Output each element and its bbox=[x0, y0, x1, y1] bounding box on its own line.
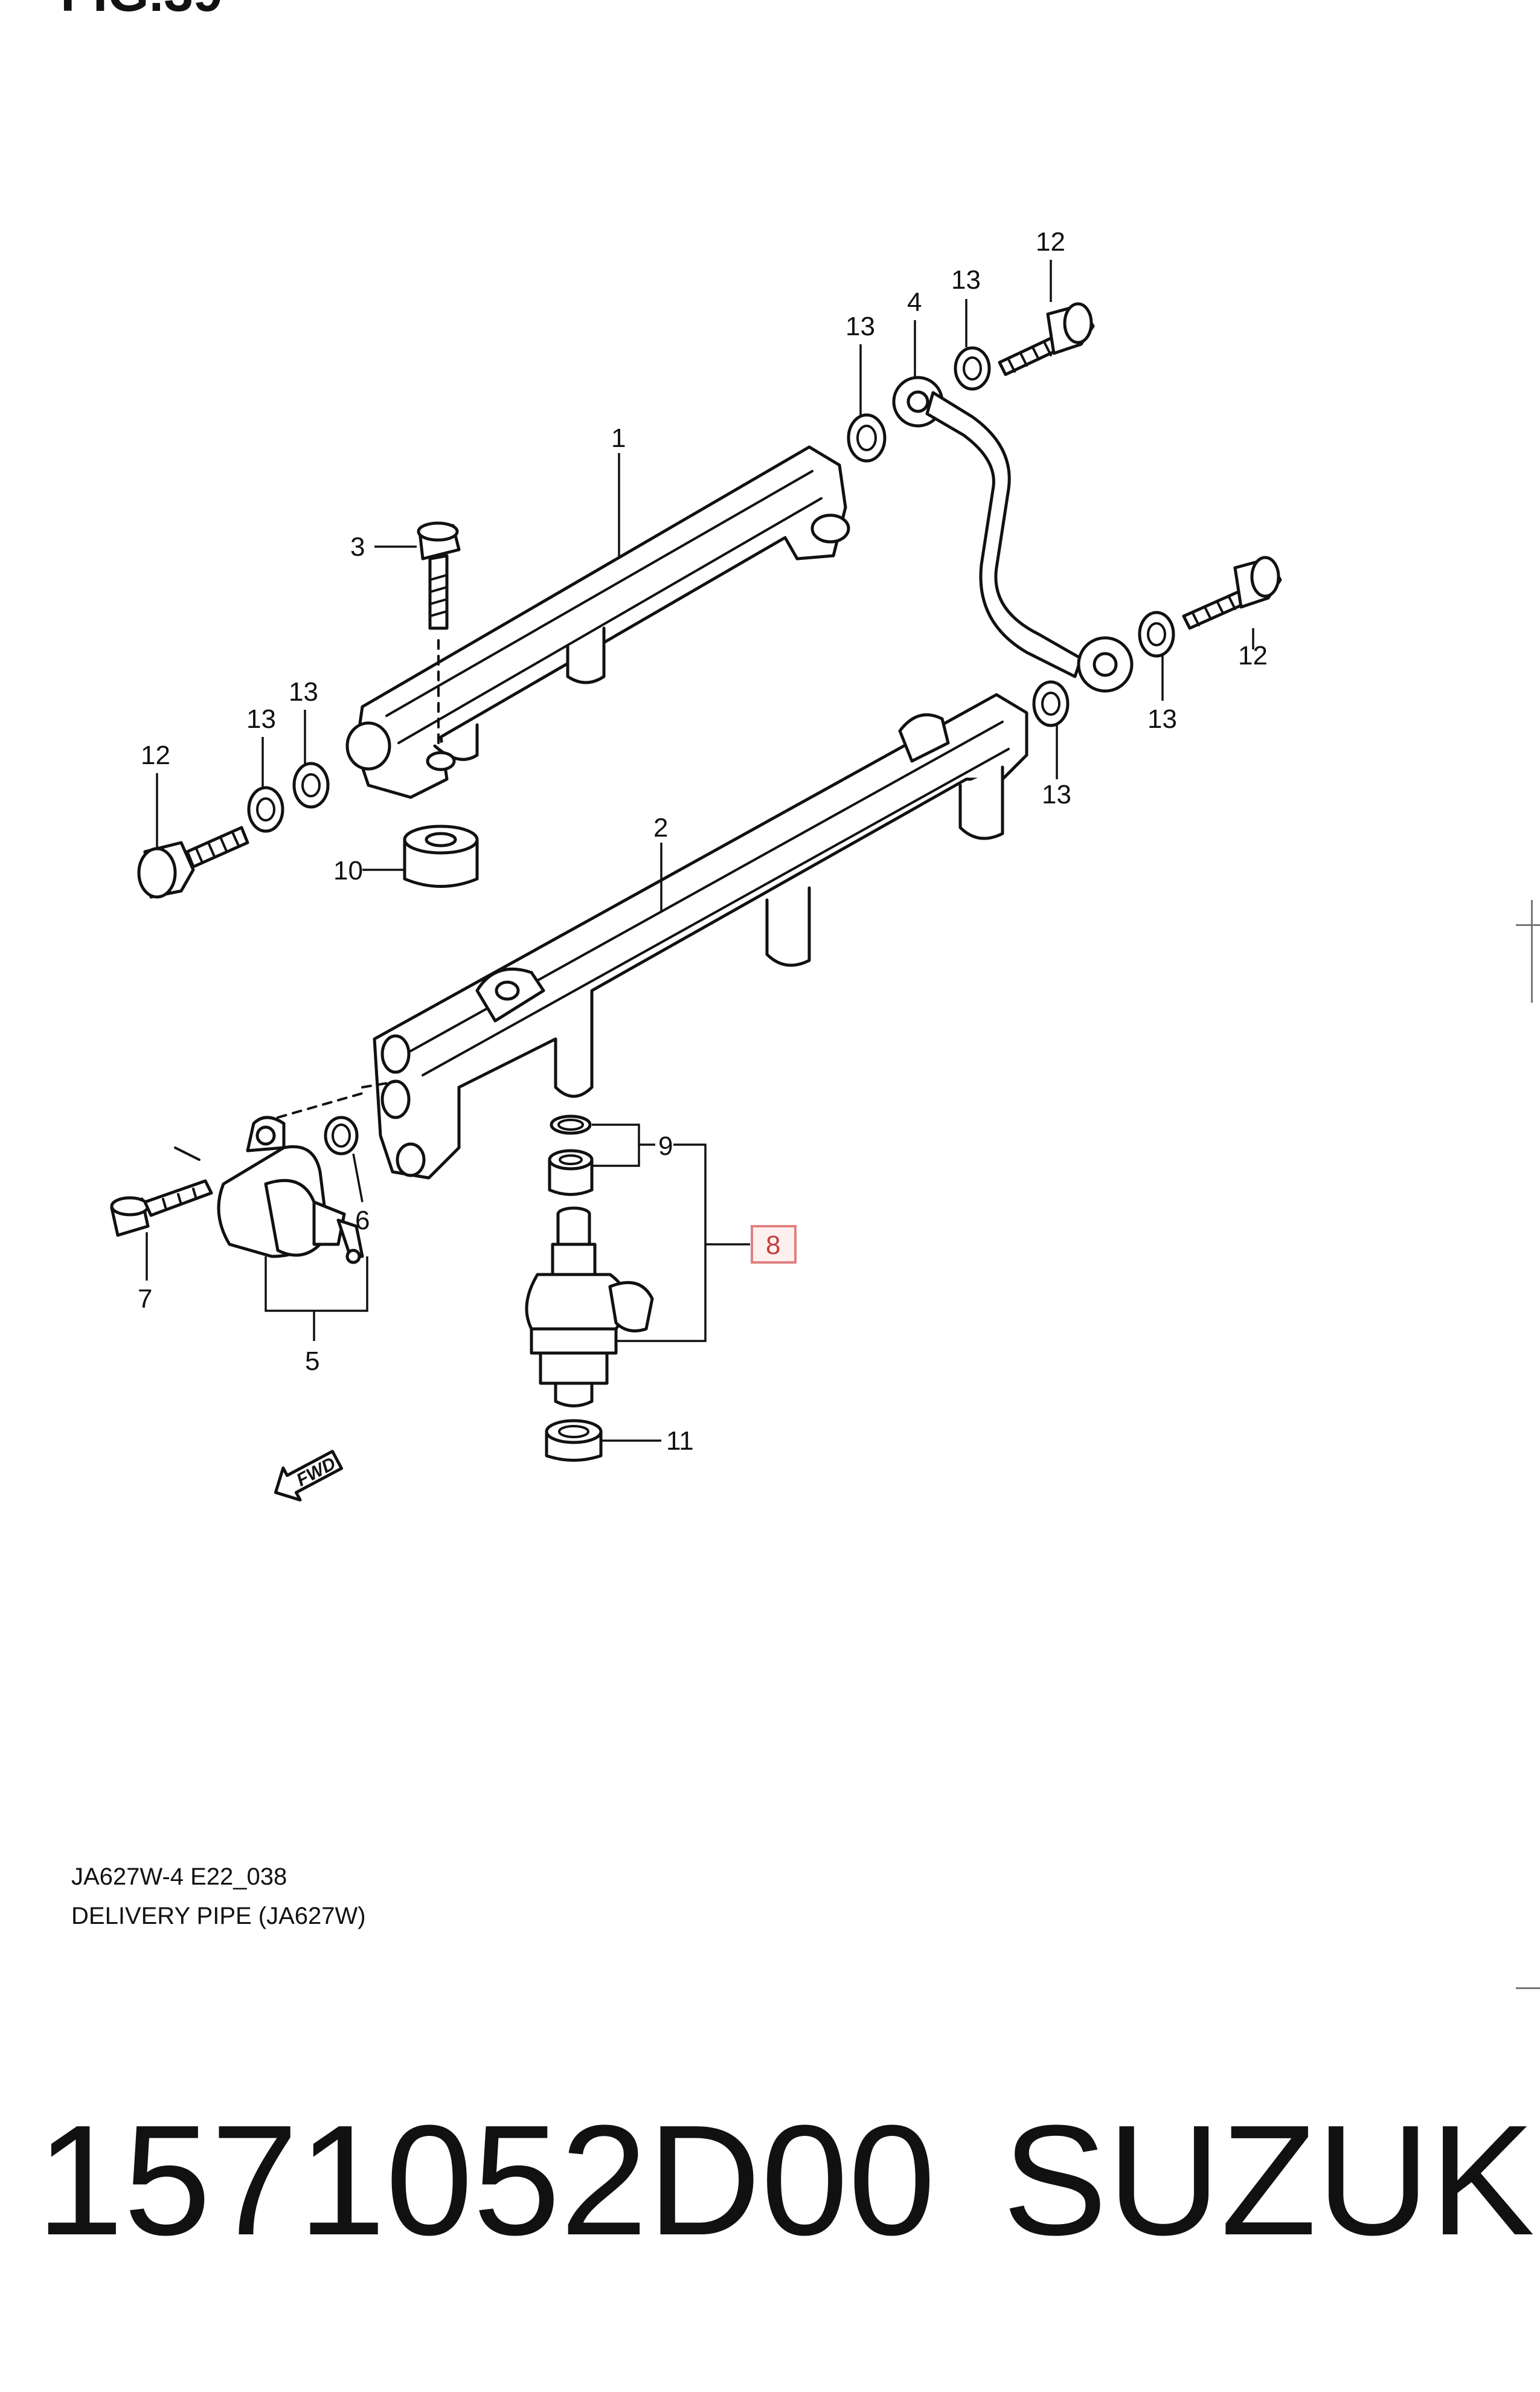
bolt-7 bbox=[110, 1179, 213, 1237]
callout-6: 6 bbox=[355, 1206, 370, 1235]
union-bolt-12-top bbox=[998, 302, 1095, 376]
callout-labels: 1 2 3 4 5 6 7 8 9 10 11 12 12 12 13 13 1… bbox=[138, 227, 1268, 1456]
callout-4: 4 bbox=[907, 288, 922, 317]
gasket-13-f bbox=[292, 762, 330, 809]
cushion-10 bbox=[403, 825, 479, 888]
gasket-13-a bbox=[847, 413, 887, 463]
callout-12-right: 12 bbox=[1238, 641, 1268, 670]
seal-11 bbox=[545, 1419, 603, 1462]
bolt-3 bbox=[417, 521, 461, 750]
gasket-13-e bbox=[247, 786, 284, 833]
o-ring-6 bbox=[324, 1116, 359, 1156]
callout-12-left: 12 bbox=[141, 741, 170, 770]
callout-13-b: 13 bbox=[951, 265, 981, 295]
callout-1: 1 bbox=[611, 423, 626, 453]
leader-lines bbox=[146, 260, 1254, 1442]
edge-mark-right bbox=[1516, 924, 1540, 926]
callout-11: 11 bbox=[666, 1426, 694, 1456]
callout-13-c: 13 bbox=[1147, 704, 1177, 734]
lower-delivery-pipe bbox=[373, 693, 1028, 1180]
fuel-pressure-regulator bbox=[174, 1080, 400, 1264]
part-number: 1571052D00 bbox=[36, 2093, 936, 2268]
gasket-13-d bbox=[1032, 680, 1070, 727]
gasket-13-c bbox=[1138, 611, 1175, 658]
callout-13-a: 13 bbox=[845, 312, 875, 341]
caption-code: JA627W-4 E22_038 bbox=[71, 1863, 287, 1890]
upper-delivery-pipe bbox=[345, 445, 850, 799]
edge-mark-right-2 bbox=[1531, 900, 1533, 1003]
callout-13-d: 13 bbox=[1042, 780, 1071, 809]
brand-name: SUZUKI bbox=[1003, 2093, 1540, 2268]
edge-mark-bottom bbox=[1516, 1987, 1540, 1989]
fuel-connecting-pipe bbox=[892, 376, 1134, 693]
union-bolt-12-left bbox=[137, 826, 249, 899]
exploded-parts-diagram: FIG.39 bbox=[60, 0, 1282, 1502]
callout-3: 3 bbox=[350, 532, 365, 562]
callout-9: 9 bbox=[658, 1131, 673, 1161]
callout-12-top: 12 bbox=[1036, 227, 1065, 257]
callout-8: 8 bbox=[766, 1230, 780, 1260]
callout-2: 2 bbox=[653, 813, 668, 843]
figure-label: FIG.39 bbox=[60, 0, 223, 22]
callout-8-highlight bbox=[751, 1225, 797, 1264]
callout-5: 5 bbox=[305, 1346, 319, 1376]
fuel-injector bbox=[525, 1206, 654, 1407]
gasket-13-b bbox=[954, 346, 991, 391]
fwd-arrow-icon: FWD bbox=[274, 1450, 343, 1502]
injector-seals-9 bbox=[548, 1114, 594, 1196]
callout-13-e: 13 bbox=[246, 704, 276, 734]
callout-7: 7 bbox=[138, 1284, 152, 1314]
callout-10: 10 bbox=[333, 856, 363, 886]
union-bolt-12-right bbox=[1182, 556, 1282, 630]
callout-13-f: 13 bbox=[289, 677, 318, 707]
caption-title: DELIVERY PIPE (JA627W) bbox=[71, 1903, 366, 1929]
